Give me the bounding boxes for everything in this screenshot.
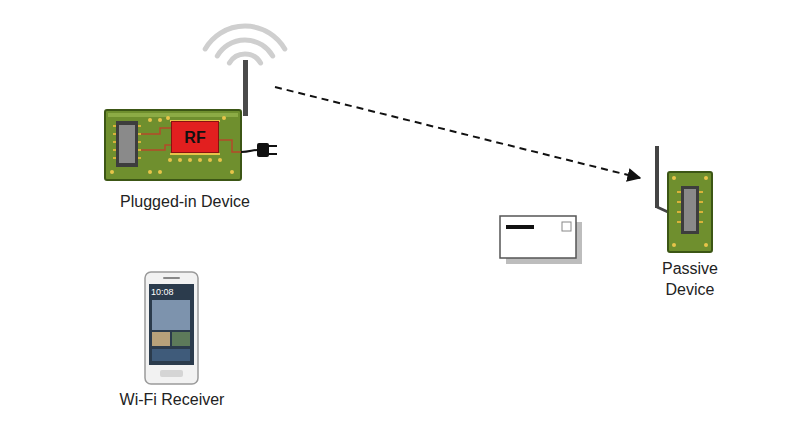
node-label: RF (184, 127, 205, 148)
smartphone (145, 272, 198, 384)
message-envelope (500, 216, 582, 264)
clock-time: 10:08 (151, 287, 174, 298)
signal-arrow (275, 87, 640, 178)
node-label: Plugged-in Device (120, 191, 250, 212)
passive-board (655, 146, 712, 252)
antenna (243, 60, 248, 116)
rf-chip: RF (171, 121, 219, 153)
power-plug (241, 143, 277, 157)
passive-device: Passive Device (640, 140, 740, 300)
node-label: Passive Device (654, 258, 726, 300)
device-board: Plugged-in Device RF (95, 40, 275, 212)
plugged-board (105, 110, 241, 180)
node-label: Wi-Fi Receiver (120, 389, 225, 410)
signal-arcs (205, 26, 285, 63)
